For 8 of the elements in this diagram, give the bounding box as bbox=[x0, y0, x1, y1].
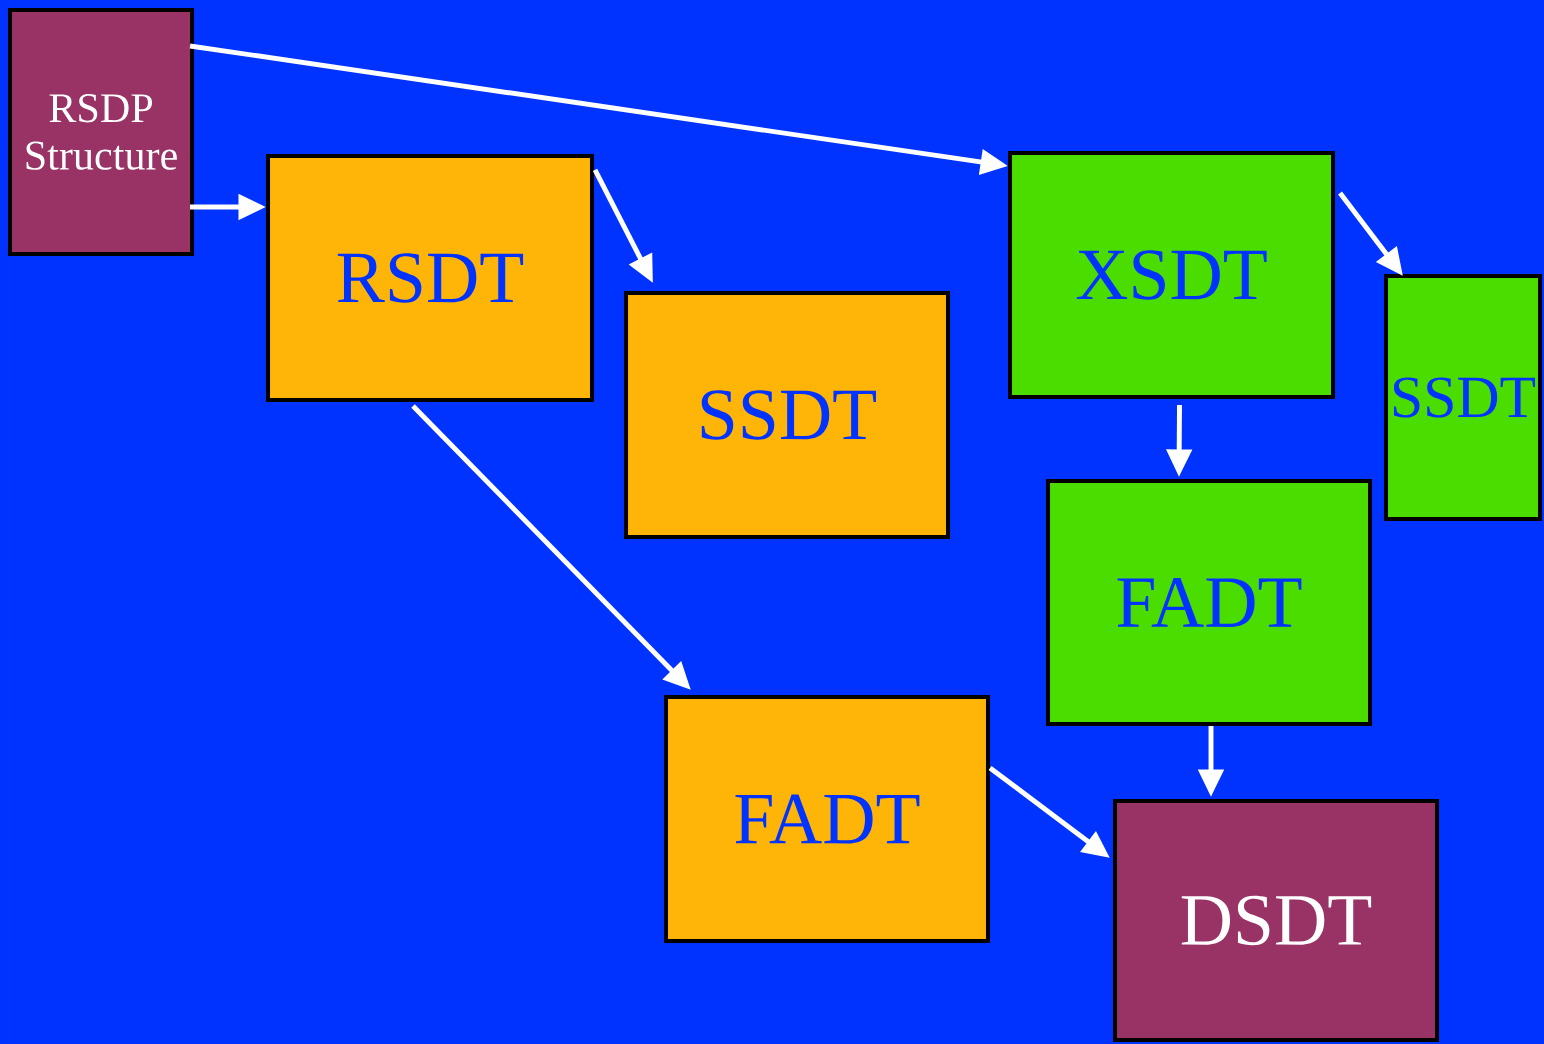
table-box: XSDT bbox=[1008, 150, 1336, 399]
table-box: RSDP Structure bbox=[8, 7, 195, 256]
table-box: FADT bbox=[1046, 478, 1373, 726]
table-box: FADT bbox=[664, 694, 991, 943]
table-box: SSDT bbox=[1384, 273, 1543, 521]
table-box: DSDT bbox=[1113, 798, 1440, 1042]
table-box: SSDT bbox=[624, 290, 951, 539]
table-box: RSDT bbox=[266, 153, 595, 402]
